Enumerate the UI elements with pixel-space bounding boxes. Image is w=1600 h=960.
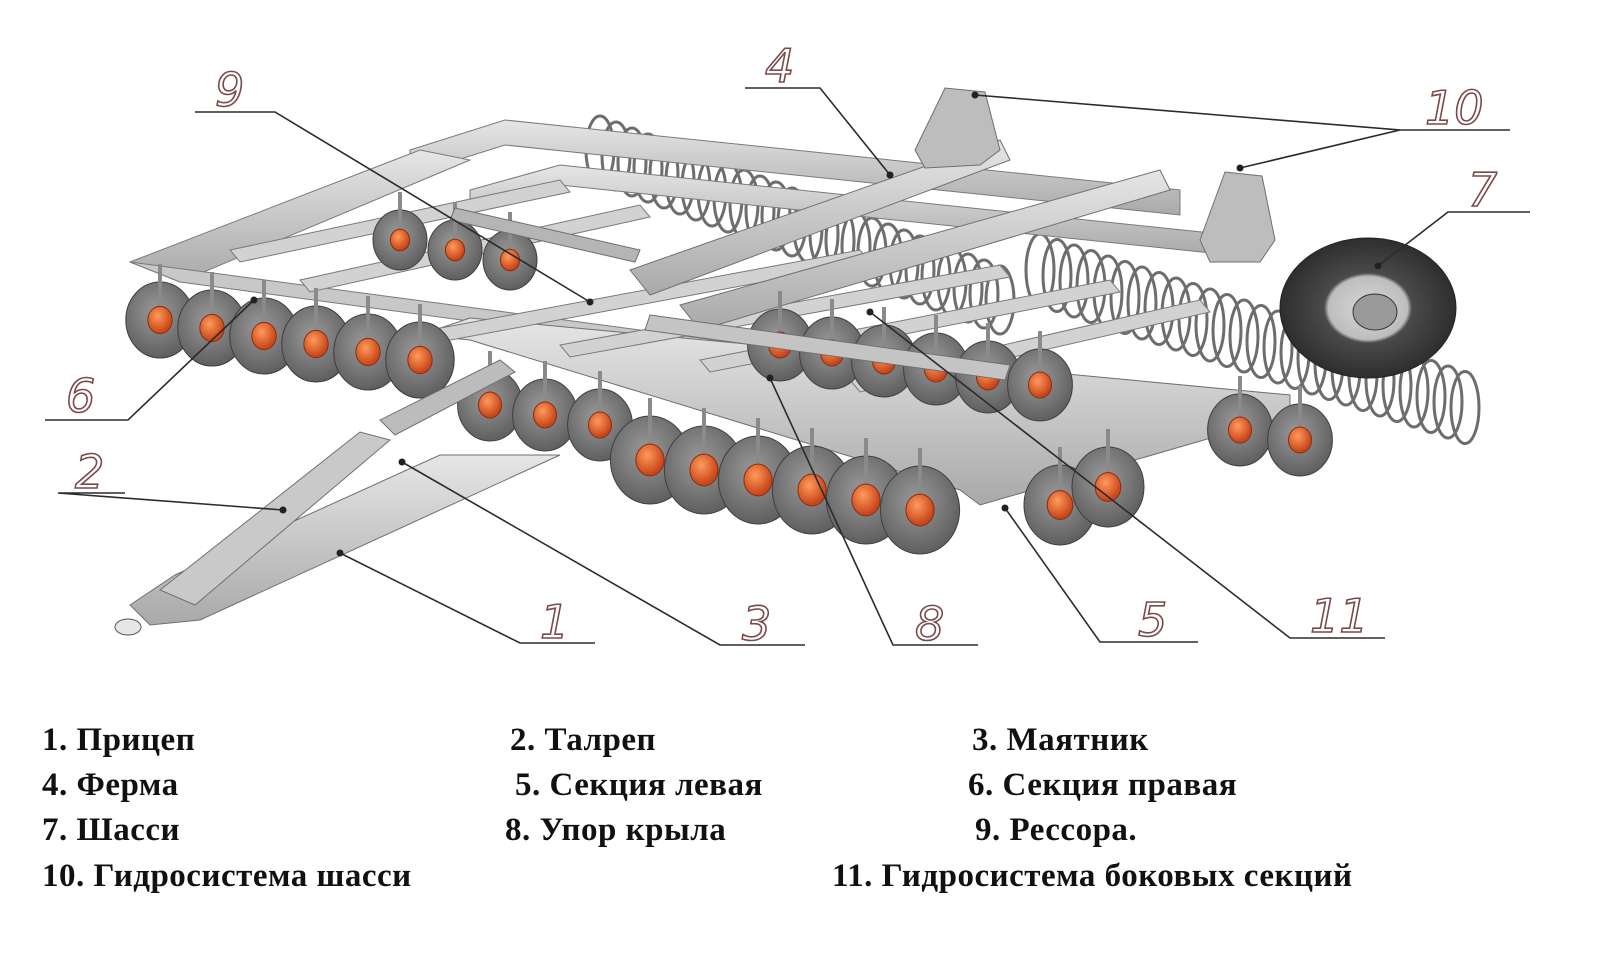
roller-coil — [1449, 370, 1481, 445]
legend-item-3: 3. Маятник — [972, 722, 1149, 758]
disc-hub — [635, 443, 665, 477]
disc-hub — [689, 453, 719, 487]
leader-11 — [869, 311, 1385, 639]
callout-9: 9 — [215, 63, 244, 117]
legend-item-4: 4. Ферма — [42, 767, 179, 803]
roller-coil — [632, 132, 664, 204]
disc-hub — [743, 463, 773, 497]
callout-10: 10 — [1425, 81, 1484, 135]
disc-hub — [587, 411, 613, 439]
harrow-machine — [114, 87, 1481, 636]
roller-coil — [1041, 238, 1073, 313]
roller-coil — [1058, 243, 1090, 319]
disc-hub — [1227, 416, 1253, 444]
leader-4 — [745, 87, 891, 176]
callout-1: 1 — [540, 595, 569, 649]
disc-hub — [389, 228, 411, 252]
leader-7 — [1377, 211, 1530, 267]
leader-1 — [339, 552, 595, 644]
roller-coil — [1126, 265, 1158, 341]
roller-coil — [1228, 298, 1260, 374]
legend: 1. Прицеп 2. Талреп 3. Маятник 4. Ферма … — [0, 712, 1600, 952]
leader-3 — [401, 461, 805, 646]
spring-cylinder — [449, 207, 641, 263]
leader-lines — [45, 87, 1530, 646]
callout-11: 11 — [1310, 589, 1369, 643]
disc-hub — [199, 313, 225, 343]
chassis-tower-right — [1199, 171, 1276, 263]
leader-2 — [57, 492, 284, 511]
disc-hub — [303, 329, 329, 359]
wing-stop — [644, 314, 1011, 381]
roller-coil — [1432, 364, 1464, 440]
roller-coil — [904, 234, 936, 306]
roller-coil — [616, 126, 648, 198]
disc-hub — [147, 305, 173, 335]
chassis-hub — [1352, 293, 1398, 331]
legend-item-9: 9. Рессора. — [975, 812, 1138, 848]
leader-10b — [1239, 129, 1401, 169]
pendulum — [379, 359, 516, 436]
roller-coil — [1245, 304, 1277, 379]
disc-hub — [251, 321, 277, 351]
disc-hub — [407, 345, 433, 375]
callout-7: 7 — [1468, 163, 1497, 217]
legend-item-1: 1. Прицеп — [42, 722, 196, 758]
leader-6 — [45, 299, 255, 421]
disc-hub — [905, 493, 935, 527]
harrow-drawing: 1 2 3 4 5 6 7 8 9 10 11 — [45, 38, 1530, 652]
legend-item-7: 7. Шасси — [42, 812, 181, 848]
roller-coil — [1109, 260, 1141, 335]
legend-item-10: 10. Гидросистема шасси — [42, 858, 412, 894]
disc-hub — [1046, 490, 1074, 520]
callout-2: 2 — [75, 445, 104, 499]
disc-hub — [1287, 426, 1313, 454]
legend-item-8: 8. Упор крыла — [505, 812, 727, 848]
disc-hub — [1027, 371, 1053, 399]
drawbar — [129, 454, 561, 626]
legend-item-2: 2. Талреп — [510, 722, 657, 758]
leader-9 — [195, 111, 591, 303]
legend-item-11: 11. Гидросистема боковых секций — [832, 858, 1353, 894]
leader-5 — [1004, 507, 1198, 643]
disc-hub — [851, 483, 881, 517]
callout-numbers: 1 2 3 4 5 6 7 8 9 10 11 — [65, 38, 1498, 652]
roller-coil — [968, 258, 1000, 330]
disc-hub — [499, 248, 521, 272]
disc-hub — [444, 238, 466, 262]
leader-8 — [769, 377, 978, 646]
roller-coil — [1415, 359, 1447, 434]
hitch-ring — [114, 618, 142, 636]
disc-hub — [355, 337, 381, 367]
roller-coil — [1211, 293, 1243, 368]
legend-item-6: 6. Секция правая — [968, 767, 1238, 803]
callout-4: 4 — [765, 39, 794, 93]
disc-hub — [477, 391, 503, 419]
disc-harrow-figure: 1 2 3 4 5 6 7 8 9 10 11 — [45, 38, 1530, 652]
callout-8: 8 — [915, 597, 944, 651]
callout-3: 3 — [742, 597, 771, 651]
chassis-tower-left — [914, 87, 1001, 169]
callout-5: 5 — [1138, 593, 1167, 647]
callout-6: 6 — [66, 369, 95, 423]
disc-hub — [797, 473, 827, 507]
roller-coil — [1262, 309, 1294, 385]
drawbar-arm — [159, 431, 392, 606]
truss — [629, 139, 1011, 296]
disc-hub — [532, 401, 558, 429]
legend-item-5: 5. Секция левая — [515, 767, 763, 803]
roller-coil — [1194, 287, 1226, 363]
